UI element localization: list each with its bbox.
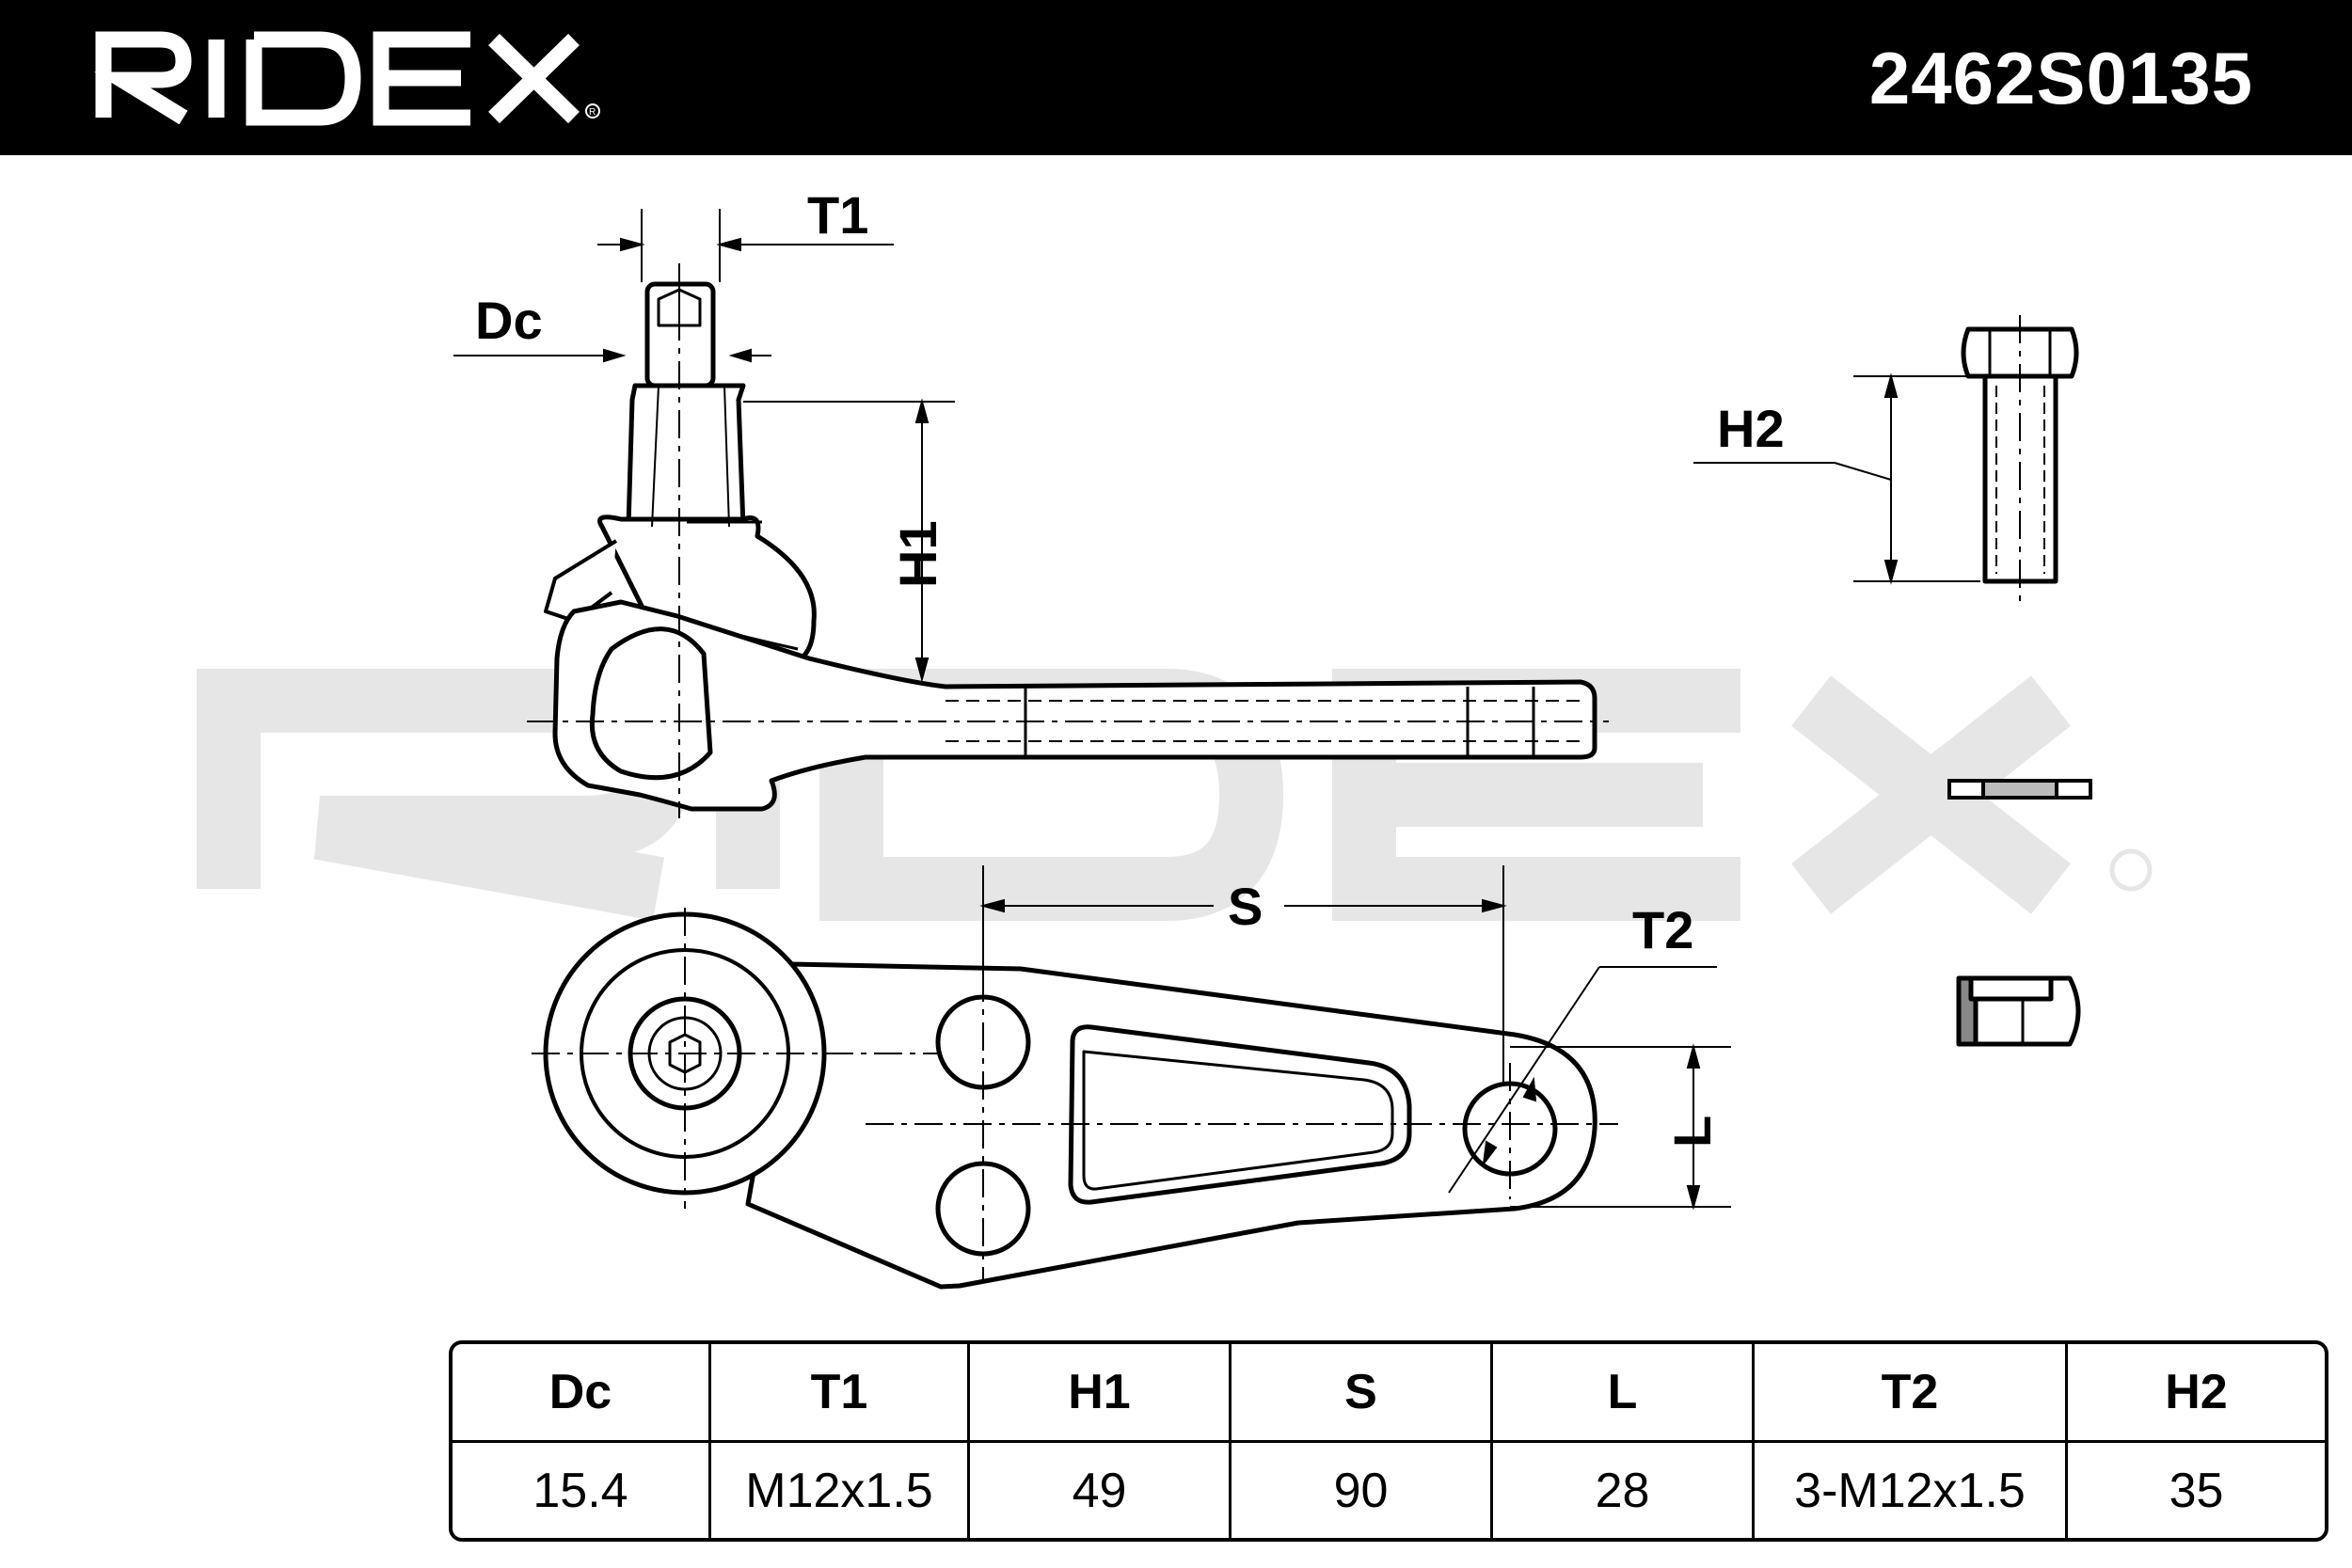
washer: [1947, 779, 2092, 800]
header-h2: H2: [2068, 1344, 2325, 1443]
value-dc: 15.4: [453, 1443, 711, 1538]
dimension-s: [979, 865, 1507, 1082]
dimension-t2: [1448, 966, 1717, 1194]
value-s: 90: [1232, 1443, 1493, 1538]
value-l: 28: [1493, 1443, 1755, 1538]
table-header-row: Dc T1 H1 S L T2 H2: [453, 1344, 2325, 1443]
dimension-dc: [453, 348, 771, 363]
value-h1: 49: [970, 1443, 1232, 1538]
header-l: L: [1493, 1344, 1755, 1443]
value-h2: 35: [2169, 1463, 2224, 1518]
tie-rod-side-view: [544, 281, 1597, 812]
svg-text:R: R: [589, 107, 596, 118]
header-t1: T1: [711, 1344, 970, 1443]
dimension-l: [1510, 1043, 1731, 1211]
nut: [1956, 975, 2081, 1047]
value-t1: M12x1.5: [711, 1443, 970, 1538]
header-dc: Dc: [453, 1344, 711, 1443]
label-h2: H2: [1717, 399, 1785, 458]
part-number: 2462S0135: [1868, 37, 2253, 119]
label-l: L: [1662, 1116, 1722, 1148]
label-h1: H1: [888, 520, 947, 588]
header-h1: H1: [970, 1344, 1232, 1443]
label-dc: Dc: [475, 291, 543, 350]
dimension-t1: [597, 209, 894, 282]
header-bar: R 2462S0135: [0, 0, 2352, 155]
technical-drawing: T1 Dc H1 H2: [197, 185, 2153, 1290]
dimension-h2: [1693, 372, 1980, 585]
arm-plan-view: [543, 911, 1597, 1290]
label-t1: T1: [807, 185, 868, 245]
label-t2: T2: [1632, 900, 1693, 959]
label-s: S: [1228, 877, 1263, 936]
table-value-row: 15.4 M12x1.5 49 90 28 3-M12x1.5 35: [453, 1443, 2325, 1538]
ridex-logo: R: [94, 31, 600, 126]
dimension-h1: [743, 398, 955, 683]
header-t2: T2: [1755, 1344, 2068, 1443]
header-s: S: [1232, 1344, 1493, 1443]
value-t2: 3-M12x1.5: [1755, 1443, 2068, 1538]
specification-table: Dc T1 H1 S L T2 H2 15.4 M12x1.5 49 90 28…: [449, 1340, 2328, 1542]
